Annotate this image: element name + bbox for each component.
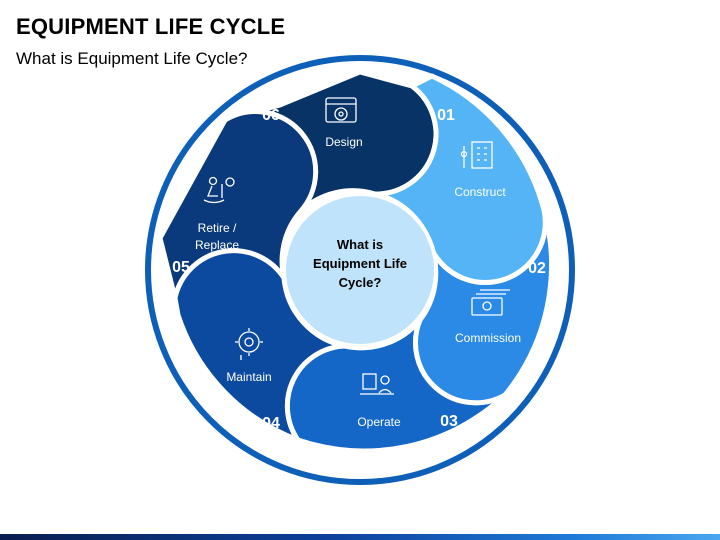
stage-01-number: 01 <box>437 107 455 124</box>
page-subtitle: What is Equipment Life Cycle? <box>16 49 248 68</box>
money-bill-icon <box>471 289 510 316</box>
stage-03-label: Operate <box>357 415 401 429</box>
stage-06-label: Design <box>325 135 362 149</box>
gear-wrench-icon <box>235 328 263 360</box>
center-label-line-3: Cycle? <box>339 275 382 290</box>
stage-03-number: 03 <box>440 413 458 430</box>
stage-05-number: 05 <box>172 259 190 276</box>
stage-01-label: Construct <box>454 185 506 199</box>
center-label-line-1: What is <box>337 237 383 252</box>
stage-04-number: 04 <box>262 415 280 432</box>
stage-06-number: 06 <box>262 107 280 124</box>
building-crane-icon <box>460 141 493 169</box>
page-title: EQUIPMENT LIFE CYCLE <box>16 14 286 39</box>
stage-04-label: Maintain <box>226 370 271 384</box>
design-browser-icon <box>325 97 357 123</box>
center-label-line-2: Equipment Life <box>313 256 407 271</box>
bottom-accent-bar <box>0 534 720 540</box>
stage-02-number: 02 <box>528 260 546 277</box>
stage-02-label: Commission <box>455 331 521 345</box>
center-circle <box>282 192 438 348</box>
stage-05-label-line-2: Replace <box>195 238 239 252</box>
operator-desk-icon <box>360 373 394 395</box>
rocking-chair-icon <box>203 176 235 204</box>
stage-05-label-line-1: Retire / <box>198 221 237 235</box>
